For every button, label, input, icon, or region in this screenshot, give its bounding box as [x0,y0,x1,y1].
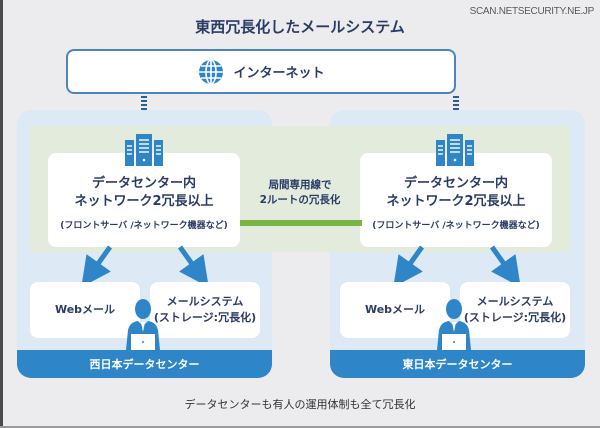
diagram-title: 東西冗長化したメールシステム [195,18,405,36]
watermark: SCAN.NETSECURITY.NE.JP [469,6,595,17]
inter-dc-link-label: 局間専用線で 2ルートの冗長化 [240,178,360,208]
east-network-line2: ネットワーク2冗長以上 [386,194,526,209]
arrow-to-webmail [393,245,425,285]
west-webmail-box: Webメール [30,282,140,338]
west-arrows [81,245,209,285]
frame-left-edge [0,0,3,428]
east-webmail-label: Webメール [364,303,426,316]
operator-icon [437,299,471,350]
diagram-caption: データセンターも有人の運用体制も全て冗長化 [184,398,416,411]
east-webmail-box: Webメール [340,282,450,338]
operator-icon [126,299,160,350]
east-mailsystem-box: メールシステム (ストレージ:冗長化) [460,282,570,338]
internet-node: インターネット [66,49,456,94]
east-mailsystem-sub: (ストレージ:冗長化) [463,311,567,324]
dashed-connector-west [141,96,147,120]
east-mailsystem-label: メールシステム [476,295,554,308]
west-network-box: データセンター内 ネットワーク2冗長以上 (フロントサーバ /ネットワーク機器な… [48,153,240,247]
arrow-to-webmail [81,245,113,285]
inter-dc-link-line1: 局間専用線で [268,179,332,191]
west-network-line2: ネットワーク2冗長以上 [74,194,214,209]
frame-bottom-edge [0,426,600,428]
west-mailsystem-sub: (ストレージ:冗長化) [153,311,257,324]
west-network-line1: データセンター内 [91,176,196,191]
east-arrows [393,245,521,285]
server-icon [125,134,163,166]
west-webmail-label: Webメール [54,303,116,316]
inter-dc-link-line2: 2ルートの冗長化 [259,194,341,206]
east-network-sub: (フロントサーバ /ネットワーク機器など) [372,221,540,231]
server-icon [436,134,474,166]
dashed-connector-east [453,96,459,120]
globe-icon [199,58,224,85]
east-network-line1: データセンター内 [403,176,508,191]
east-datacenter-label: 東日本データセンター [330,350,585,378]
west-datacenter-label: 西日本データセンター [17,350,272,378]
internet-label: インターネット [233,66,325,81]
west-network-sub: (フロントサーバ /ネットワーク機器など) [60,221,228,231]
west-mailsystem-label: メールシステム [166,295,244,308]
arrow-to-mailsystem [177,245,209,285]
west-mailsystem-box: メールシステム (ストレージ:冗長化) [150,282,260,338]
east-network-box: データセンター内 ネットワーク2冗長以上 (フロントサーバ /ネットワーク機器な… [360,153,552,247]
arrow-to-mailsystem [489,245,521,285]
inter-dc-dedicated-line [240,220,362,226]
